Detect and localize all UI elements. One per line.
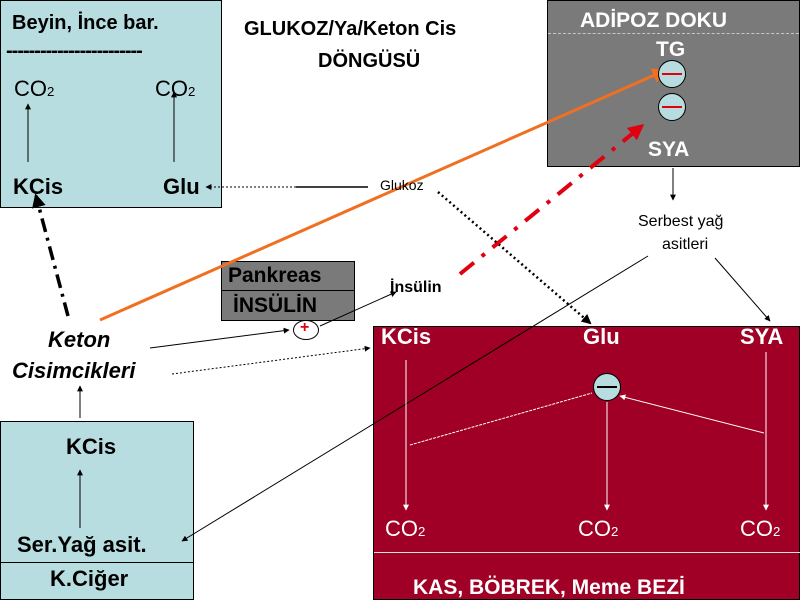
tg-inhibit-minus <box>662 73 682 75</box>
ketone-to-muscle-arrow <box>171 345 371 375</box>
insulin-label: İnsülin <box>390 279 442 296</box>
plus-sign: + <box>300 319 310 336</box>
adipose-title: ADİPOZ DOKU <box>580 9 727 32</box>
adipose-divider <box>548 33 799 34</box>
brain-co2-right: CO2 <box>155 76 196 101</box>
brain-title: Beyin, İnce bar. <box>12 12 159 34</box>
diagram-title-line1: GLUKOZ/Ya/Keton Cis <box>244 18 457 40</box>
brain-divider: ------------------------ <box>6 40 143 62</box>
muscle-glu: Glu <box>583 324 620 349</box>
muscle-co2-right: CO2 <box>740 516 781 541</box>
ketone-bodies-line2: Cisimcikleri <box>12 358 136 383</box>
glucose-to-muscle-arrow <box>437 191 592 325</box>
muscle-co2-middle: CO2 <box>578 516 619 541</box>
diagram-title-line2: DÖNGÜSÜ <box>318 50 421 72</box>
brain-co2-left: CO2 <box>14 76 55 101</box>
ketone-to-brain-arrow <box>32 193 70 317</box>
muscle-kcis: KCis <box>381 324 432 349</box>
insulin-box-label: İNSÜLİN <box>233 294 317 317</box>
brain-glu: Glu <box>163 174 200 199</box>
free-fatty-acids-line1: Serbest yağ <box>638 213 724 230</box>
ketone-to-insulin-arrow <box>149 327 290 349</box>
brain-kcis: KCis <box>13 174 64 199</box>
pancreas-label: Pankreas <box>228 264 322 287</box>
muscle-sya: SYA <box>740 324 784 349</box>
ketone-bodies-line1: Keton <box>48 327 111 352</box>
lipolysis-inhibit-minus <box>662 106 682 108</box>
ffa-to-muscle-sya-arrow <box>714 257 771 322</box>
muscle-divider <box>374 552 800 553</box>
muscle-glu-inhibit-minus <box>597 386 617 388</box>
liver-box <box>0 421 194 600</box>
liver-name: K.Ciğer <box>50 566 129 591</box>
muscle-box <box>373 326 800 600</box>
muscle-co2-left: CO2 <box>385 516 426 541</box>
glucose-label: Glukoz <box>380 177 424 193</box>
liver-kcis: KCis <box>66 434 117 459</box>
free-fatty-acids-line2: asitleri <box>662 236 709 253</box>
plus-circle <box>293 320 319 340</box>
liver-fatty-acid: Ser.Yağ asit. <box>17 532 147 557</box>
muscle-footer: KAS, BÖBREK, Meme BEZİ <box>413 576 685 599</box>
adipose-sya: SYA <box>648 138 690 161</box>
adipose-tg: TG <box>656 38 686 61</box>
liver-divider <box>0 562 194 563</box>
